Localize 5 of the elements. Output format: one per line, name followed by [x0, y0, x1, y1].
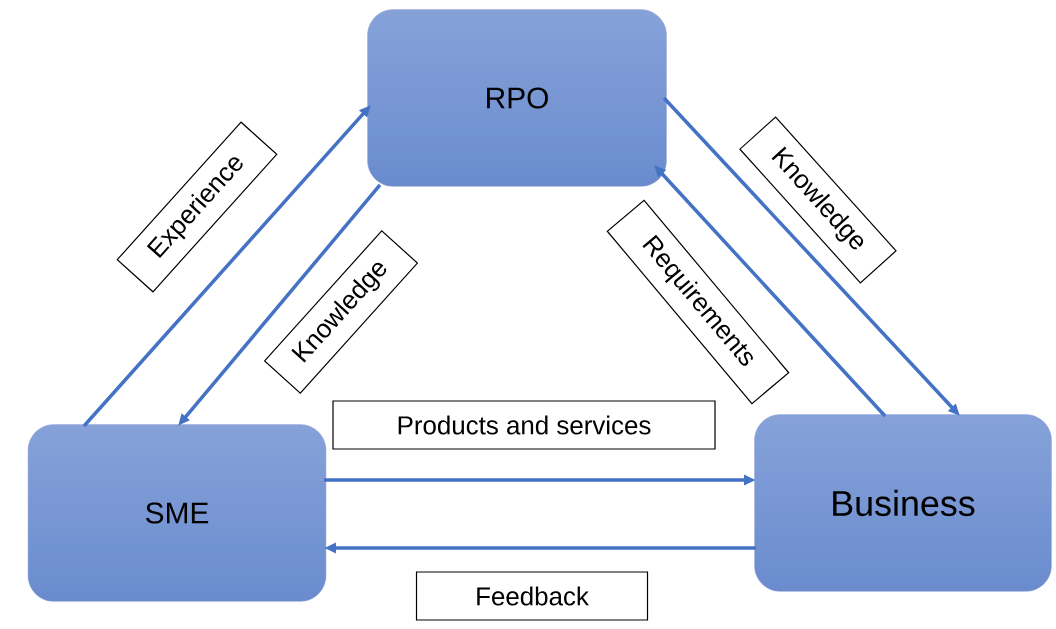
edge-label: Feedback: [415, 571, 649, 621]
process-box: RPO: [367, 9, 667, 187]
edge-label: Products and services: [332, 400, 716, 450]
process-box: Business: [754, 414, 1052, 592]
process-box: SME: [27, 424, 327, 602]
